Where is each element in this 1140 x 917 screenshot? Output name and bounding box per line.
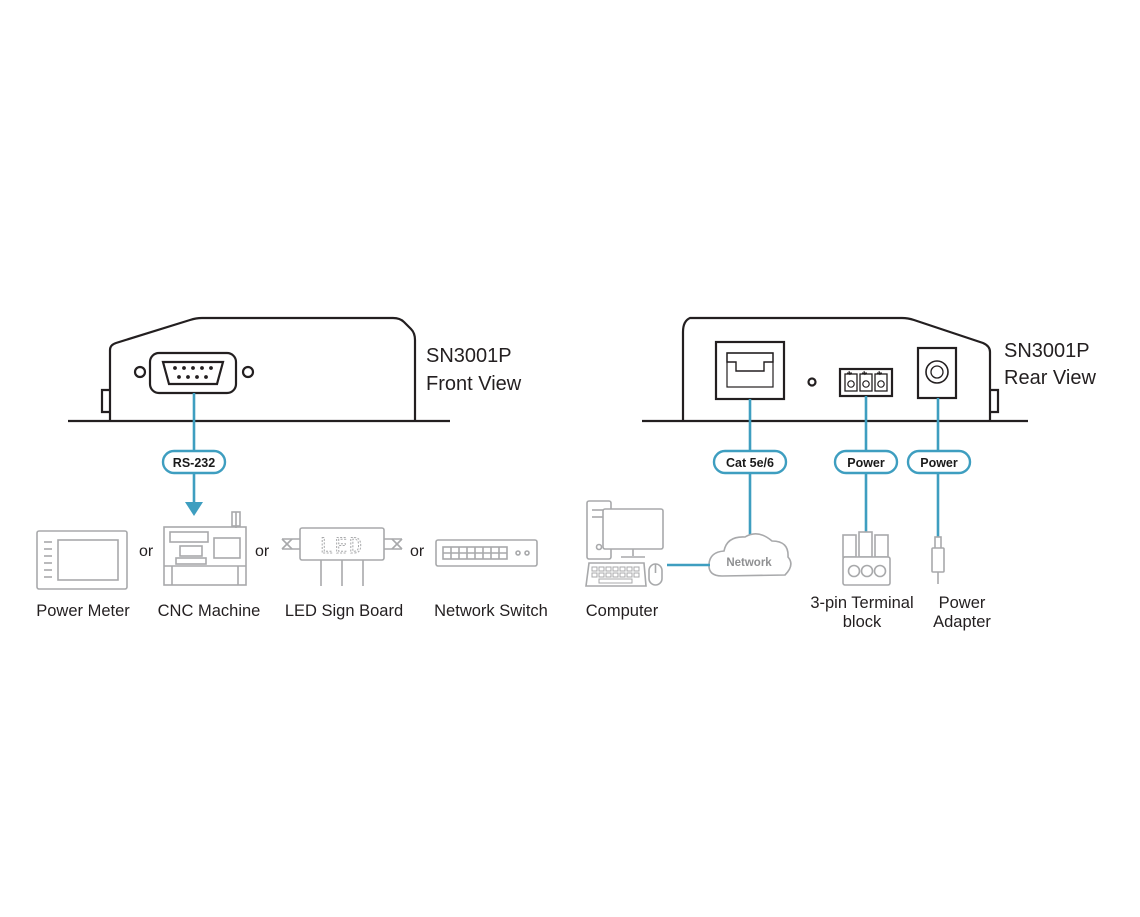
db9-port-icon bbox=[148, 351, 238, 395]
device-label-power-meter: Power Meter bbox=[36, 602, 130, 620]
rj45-port-icon bbox=[714, 340, 786, 401]
adapter-power-label: Power bbox=[920, 456, 958, 470]
status-led-icon bbox=[807, 377, 817, 387]
device-label-network-switch: Network Switch bbox=[434, 602, 548, 620]
device-label-cnc-machine: CNC Machine bbox=[158, 602, 261, 620]
front-screw-right bbox=[241, 365, 255, 379]
terminal-block-plug-icon bbox=[842, 531, 891, 586]
network-switch-icon bbox=[435, 539, 538, 567]
power-adapter-plug-icon bbox=[931, 536, 945, 584]
rear-chassis bbox=[681, 316, 992, 421]
separator-or-3: or bbox=[410, 543, 425, 560]
network-cloud-icon: Network bbox=[708, 533, 792, 577]
rear-view-device: SN3001P Rear View bbox=[642, 316, 1096, 423]
rear-view-label: Rear View bbox=[1004, 367, 1096, 389]
front-mount-tab bbox=[100, 388, 110, 414]
front-chassis bbox=[108, 316, 417, 421]
device-label-led-sign-board: LED Sign Board bbox=[285, 602, 403, 620]
cnc-machine-icon bbox=[163, 511, 247, 586]
power-meter-icon bbox=[36, 530, 128, 590]
separator-or-1: or bbox=[139, 543, 154, 560]
separator-or-2: or bbox=[255, 543, 270, 560]
device-label-computer: Computer bbox=[586, 602, 659, 620]
terminal-power-label: Power bbox=[847, 456, 885, 470]
front-view-device: SN3001P Front View bbox=[68, 316, 522, 423]
rear-model-label: SN3001P bbox=[1004, 340, 1090, 362]
device-label-power-adapter-1: Power bbox=[939, 594, 986, 612]
adapter-power-cable: Power bbox=[906, 398, 972, 540]
device-label-terminal-block-2: block bbox=[843, 613, 882, 631]
computer-icon bbox=[585, 500, 664, 587]
lan-cable-badge bbox=[712, 449, 788, 475]
led-sign-board-icon: LED bbox=[281, 527, 403, 586]
rear-mount-tab bbox=[990, 388, 1000, 414]
front-model-label: SN3001P bbox=[426, 345, 512, 367]
terminal-power-badge bbox=[833, 449, 899, 475]
device-label-terminal-block-1: 3-pin Terminal bbox=[810, 594, 913, 612]
terminal-block-port-icon bbox=[838, 367, 894, 398]
arrow-down-icon bbox=[185, 502, 203, 516]
front-view-label: Front View bbox=[426, 373, 522, 395]
dc-power-jack-icon bbox=[916, 346, 958, 400]
rs232-cable: RS-232 bbox=[161, 393, 227, 516]
rs232-badge bbox=[161, 449, 227, 475]
device-label-power-adapter-2: Adapter bbox=[933, 613, 991, 631]
rs232-label: RS-232 bbox=[173, 456, 215, 470]
front-screw-left bbox=[133, 365, 147, 379]
led-sign-text: LED bbox=[320, 534, 364, 558]
adapter-power-badge bbox=[906, 449, 972, 475]
lan-cable: Cat 5e/6 bbox=[712, 399, 788, 535]
terminal-power-cable: Power bbox=[833, 396, 899, 532]
network-cloud-label: Network bbox=[726, 557, 772, 569]
lan-cable-label: Cat 5e/6 bbox=[726, 456, 774, 470]
